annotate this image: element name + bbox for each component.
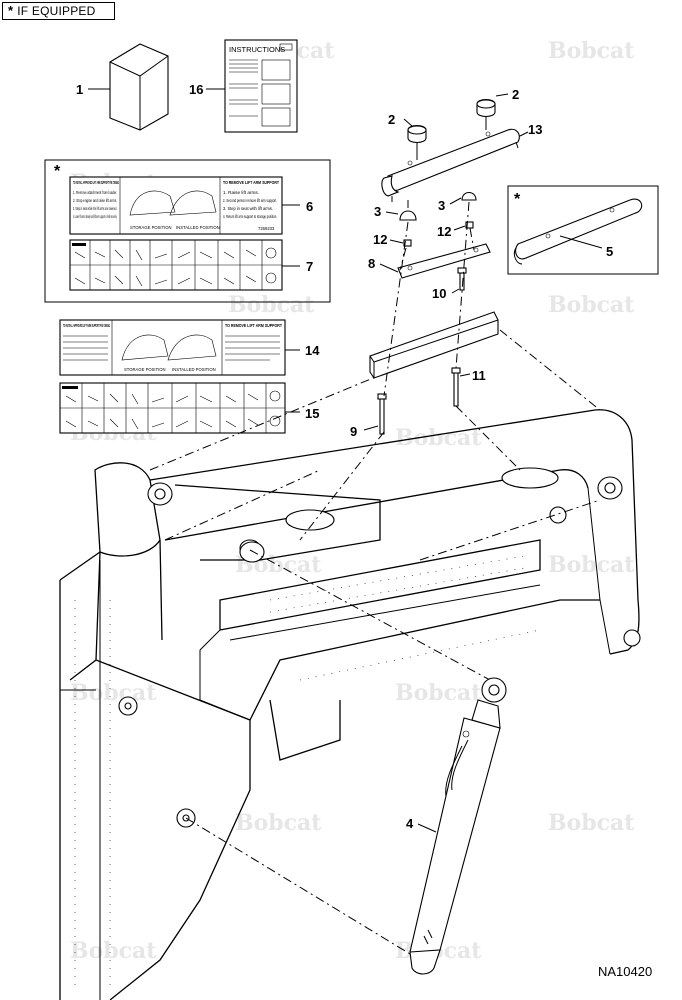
part-5-frame bbox=[507, 185, 659, 275]
watermark-text: Bobcat bbox=[70, 680, 157, 706]
callout-9: 9 bbox=[350, 424, 357, 439]
part-5-alternate-support bbox=[513, 198, 643, 265]
watermark-text: Bobcat bbox=[235, 810, 322, 836]
leader-line bbox=[453, 225, 466, 231]
callout-2: 2 bbox=[388, 112, 395, 127]
leader-line bbox=[495, 93, 509, 97]
leader-line bbox=[379, 263, 399, 273]
part-3-bumper-left bbox=[399, 200, 417, 221]
part-12-nut-left bbox=[403, 239, 412, 247]
callout-11: 11 bbox=[472, 368, 486, 383]
if-equipped-asterisk: * bbox=[514, 191, 521, 208]
leader-line bbox=[559, 235, 603, 249]
part-10-bolt bbox=[457, 267, 467, 291]
decal-step: 3. Step in seat while the lift arms are … bbox=[73, 206, 117, 211]
callout-8: 8 bbox=[368, 256, 375, 271]
callout-15: 15 bbox=[305, 406, 319, 421]
installed-position-label: INSTALLED POSITION bbox=[172, 367, 216, 372]
part-2-knob-left bbox=[407, 124, 427, 160]
callout-16: 16 bbox=[189, 82, 203, 97]
watermark-text: Bobcat bbox=[548, 810, 635, 836]
manual-title: INSTRUCTIONS bbox=[229, 45, 285, 54]
watermark-text: Bobcat bbox=[70, 938, 157, 964]
leader-line bbox=[363, 425, 379, 431]
decal-step: 2. Second person remove lift arm support… bbox=[223, 198, 277, 203]
part-13-lift-arm-support bbox=[381, 128, 520, 202]
decal-step: 1. Raise lift arms. bbox=[223, 190, 259, 195]
callout-5: 5 bbox=[606, 244, 613, 259]
callout-14: 14 bbox=[305, 343, 320, 358]
callout-13: 13 bbox=[528, 122, 542, 137]
decal-step: 4. Return lift arm support to storage po… bbox=[223, 214, 277, 219]
decal-part-code: 7269233 bbox=[258, 226, 275, 231]
callout-4: 4 bbox=[406, 816, 414, 831]
part-4-hydraulic-cylinder bbox=[409, 677, 507, 975]
asterisk-icon: * bbox=[8, 3, 14, 18]
assembly-lines-frame bbox=[149, 329, 601, 961]
callout-10: 10 bbox=[432, 286, 446, 301]
leader-line bbox=[459, 373, 471, 377]
part-7-pictogram-decal bbox=[69, 239, 283, 291]
callout-1: 1 bbox=[76, 82, 83, 97]
decal-install-title: TO INSTALL APPROVED LIFT ARM SUPPORT P/N… bbox=[73, 180, 119, 185]
callout-2: 2 bbox=[512, 87, 519, 102]
watermark-text: Bobcat bbox=[548, 292, 635, 318]
leader-line bbox=[403, 118, 413, 127]
callout-12: 12 bbox=[437, 224, 451, 239]
figure-code: NA10420 bbox=[598, 964, 652, 979]
decal-step: 4. Lower lift arms slowly until lift arm… bbox=[73, 214, 117, 219]
callout-3: 3 bbox=[374, 204, 381, 219]
storage-position-label: STORAGE POSITION bbox=[130, 225, 172, 230]
callout-3: 3 bbox=[438, 198, 445, 213]
watermark-text: Bobcat bbox=[395, 425, 482, 451]
decal-group-6-7-frame bbox=[44, 159, 331, 303]
legend-text: IF EQUIPPED bbox=[17, 4, 96, 18]
part-11-pin bbox=[451, 367, 461, 407]
decal-step: 2. Stop engine and raise lift arms. bbox=[73, 198, 117, 203]
part-6-decal: TO INSTALL APPROVED LIFT ARM SUPPORT P/N… bbox=[69, 176, 283, 235]
decal-step: 1. Remove attachment from loader. bbox=[73, 190, 117, 195]
installed-position-label: INSTALLED POSITION bbox=[176, 225, 220, 230]
leader-line bbox=[389, 239, 404, 244]
leader-line bbox=[449, 197, 462, 205]
part-2-knob-right bbox=[476, 98, 496, 130]
decal-remove-title: TO REMOVE LIFT ARM SUPPORT bbox=[225, 323, 282, 328]
part-16-instruction-manual: INSTRUCTIONS bbox=[224, 39, 298, 133]
part-3-bumper-right bbox=[461, 191, 477, 201]
decal-remove-title: TO REMOVE LIFT ARM SUPPORT bbox=[223, 180, 279, 185]
part-9-pin bbox=[377, 393, 387, 435]
watermark-text: Bobcat bbox=[548, 38, 635, 64]
lift-arm-section bbox=[369, 311, 499, 379]
leader-line bbox=[385, 211, 399, 215]
leader-line bbox=[417, 823, 437, 833]
part-8-strap bbox=[397, 243, 491, 279]
watermark-text: Bobcat bbox=[395, 680, 482, 706]
callout-12: 12 bbox=[373, 232, 387, 247]
watermark-text: Bobcat bbox=[548, 552, 635, 578]
leader-line bbox=[451, 288, 460, 294]
if-equipped-legend: *IF EQUIPPED bbox=[2, 2, 115, 20]
callout-7: 7 bbox=[306, 259, 313, 274]
callout-6: 6 bbox=[306, 199, 313, 214]
decal-step: 3. Step in seat with lift arms. bbox=[223, 206, 273, 211]
loader-frame-and-lift-arms bbox=[59, 409, 641, 1000]
storage-position-label: STORAGE POSITION bbox=[124, 367, 166, 372]
part-1-box bbox=[109, 43, 169, 131]
watermark-text: Bobcat bbox=[228, 292, 315, 318]
part-12-nut-right bbox=[465, 221, 474, 229]
assembly-lines-support bbox=[383, 201, 475, 397]
part-15-pictogram-decal bbox=[59, 382, 286, 434]
if-equipped-asterisk: * bbox=[54, 163, 61, 180]
part-14-decal: TO INSTALL APPROVED LIFT ARM SUPPORT P/N… bbox=[59, 319, 286, 376]
leader-line bbox=[519, 131, 529, 137]
decal-install-title: TO INSTALL APPROVED LIFT ARM SUPPORT P/N… bbox=[63, 323, 110, 328]
